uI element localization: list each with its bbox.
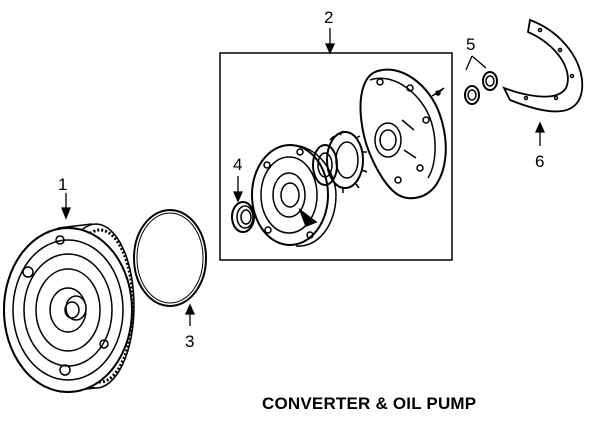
pump-gasket — [502, 18, 584, 113]
callout-1: 1 — [58, 175, 67, 194]
leader-lines — [61, 28, 546, 326]
oil-pump-assembly-box — [219, 52, 453, 261]
callout-5: 5 — [466, 35, 475, 54]
o-ring-seal — [133, 209, 207, 307]
callout-2: 2 — [324, 8, 333, 27]
pump-cover — [359, 68, 447, 200]
callout-3: 3 — [185, 332, 194, 351]
torque-converter — [3, 223, 135, 393]
pump-gears — [312, 130, 368, 193]
diagram-caption: CONVERTER & OIL PUMP — [262, 394, 477, 413]
pump-body — [251, 144, 337, 247]
callout-6: 6 — [535, 152, 544, 171]
callout-4: 4 — [233, 155, 242, 174]
front-seal — [231, 201, 255, 233]
seal-rings — [464, 71, 498, 105]
